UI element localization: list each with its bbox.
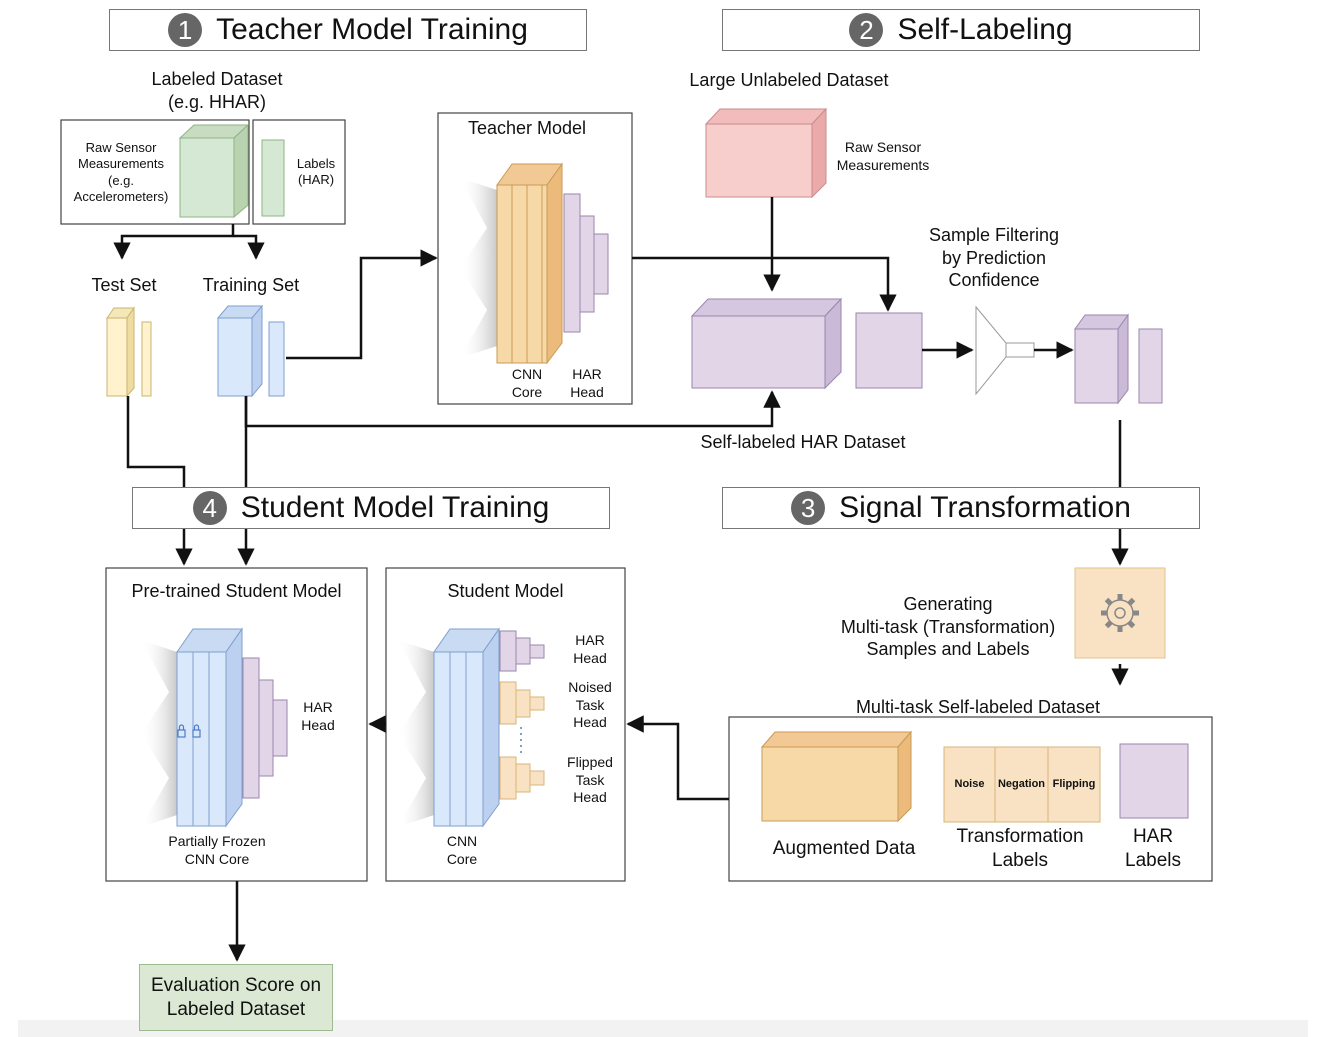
augmented-data-label: Augmented Data [772,838,916,859]
student-flipped-head-shape [499,756,545,800]
arrow-multitask-to-student [626,715,729,801]
teacher-input-shadow [460,178,497,358]
student-core-label: CNN Core [446,833,478,867]
test-set-label: Test Set [91,275,157,295]
student-noised-head-label: Noised Task Head [568,679,612,730]
labels-label: Labels (HAR) [296,156,336,188]
student-noised-head-shape [499,681,545,725]
augmented-data-cube [760,730,913,823]
test-set-shape [106,306,152,398]
evaluation-score-box: Evaluation Score on Labeled Dataset [139,964,333,1031]
arrow-train-to-teacher [286,249,438,360]
generating-label: Generating Multi-task (Transformation) S… [840,594,1056,659]
teacher-title: Teacher Model [467,118,587,138]
labels-bar [261,139,285,217]
section-3-badge: 3 [791,491,826,525]
har-labels-label: HAR Labels [1125,826,1181,871]
gear-icon [1101,594,1139,632]
student-title: Student Model [447,581,564,601]
transformation-labels-table [943,746,1101,823]
transformation-labels-label: Transformation Labels [956,826,1084,871]
section-3-banner: 3 Signal Transformation [722,487,1200,529]
student-har-head-shape [499,630,545,672]
arrow-to-train [233,234,265,260]
self-labeled-cube [690,297,843,390]
arrow-test-to-pretrained [126,396,193,566]
section-4-badge: 4 [192,491,227,525]
section-2-banner: 2 Self-Labeling [722,9,1200,51]
unlabeled-raw-label: Raw Sensor Measurements [836,139,930,173]
section-4-banner: 4 Student Model Training [132,487,610,529]
section-2-title: Self-Labeling [897,13,1073,46]
section-1-title: Teacher Model Training [216,13,528,46]
student-flipped-head-label: Flipped Task Head [567,754,613,805]
training-set-shape [216,304,285,398]
flipping-cell: Flipping [1052,778,1096,790]
training-set-label: Training Set [202,275,300,295]
pretrained-core-label: Partially Frozen CNN Core [168,833,266,867]
unlabeled-cube [704,107,828,199]
negation-cell: Negation [997,778,1046,790]
arrow-to-test [113,224,235,260]
sample-filtering-label: Sample Filtering by Prediction Confidenc… [928,225,1060,290]
raw-sensor-label: Raw Sensor Measurements (e.g. Accelerome… [73,140,169,204]
self-labeled-dataset-label: Self-labeled HAR Dataset [700,432,906,452]
pretrained-cnn-core [176,627,243,828]
teacher-har-head [563,193,609,333]
predicted-labels [855,312,923,389]
student-har-head-label: HAR Head [573,632,607,666]
section-4-title: Student Model Training [240,491,550,524]
noise-cell: Noise [954,778,985,790]
lock-icon [177,724,201,738]
pretrained-input-shadow [141,640,177,827]
pretrained-har-head-shape [242,657,288,799]
pretrained-head-label: HAR Head [301,699,335,733]
student-cnn-core [433,627,500,828]
section-1-badge: 1 [168,13,203,47]
teacher-cnn-core [496,162,563,365]
pretrained-title: Pre-trained Student Model [131,581,342,601]
filter-funnel-icon [975,305,1035,396]
bottom-band [18,1020,1308,1037]
arrow-teacher-to-predictions [632,256,897,312]
student-input-shadow [398,640,434,827]
raw-sensor-cube [178,123,250,219]
transformation-gear-box [1074,567,1166,659]
labeled-dataset-title: Labeled Dataset (e.g. HHAR) [151,69,283,112]
section-3-title: Signal Transformation [839,491,1131,524]
teacher-head-label: HAR Head [570,366,604,400]
raw-sensor-box [60,119,250,225]
labels-box [252,119,346,225]
multitask-dataset-title: Multi-task Self-labeled Dataset [855,697,1101,717]
unlabeled-title: Large Unlabeled Dataset [689,70,889,90]
section-1-banner: 1 Teacher Model Training [109,9,587,51]
section-2-badge: 2 [849,13,884,47]
teacher-core-label: CNN Core [511,366,543,400]
filtered-dataset [1074,313,1163,405]
har-labels-square [1119,743,1189,819]
